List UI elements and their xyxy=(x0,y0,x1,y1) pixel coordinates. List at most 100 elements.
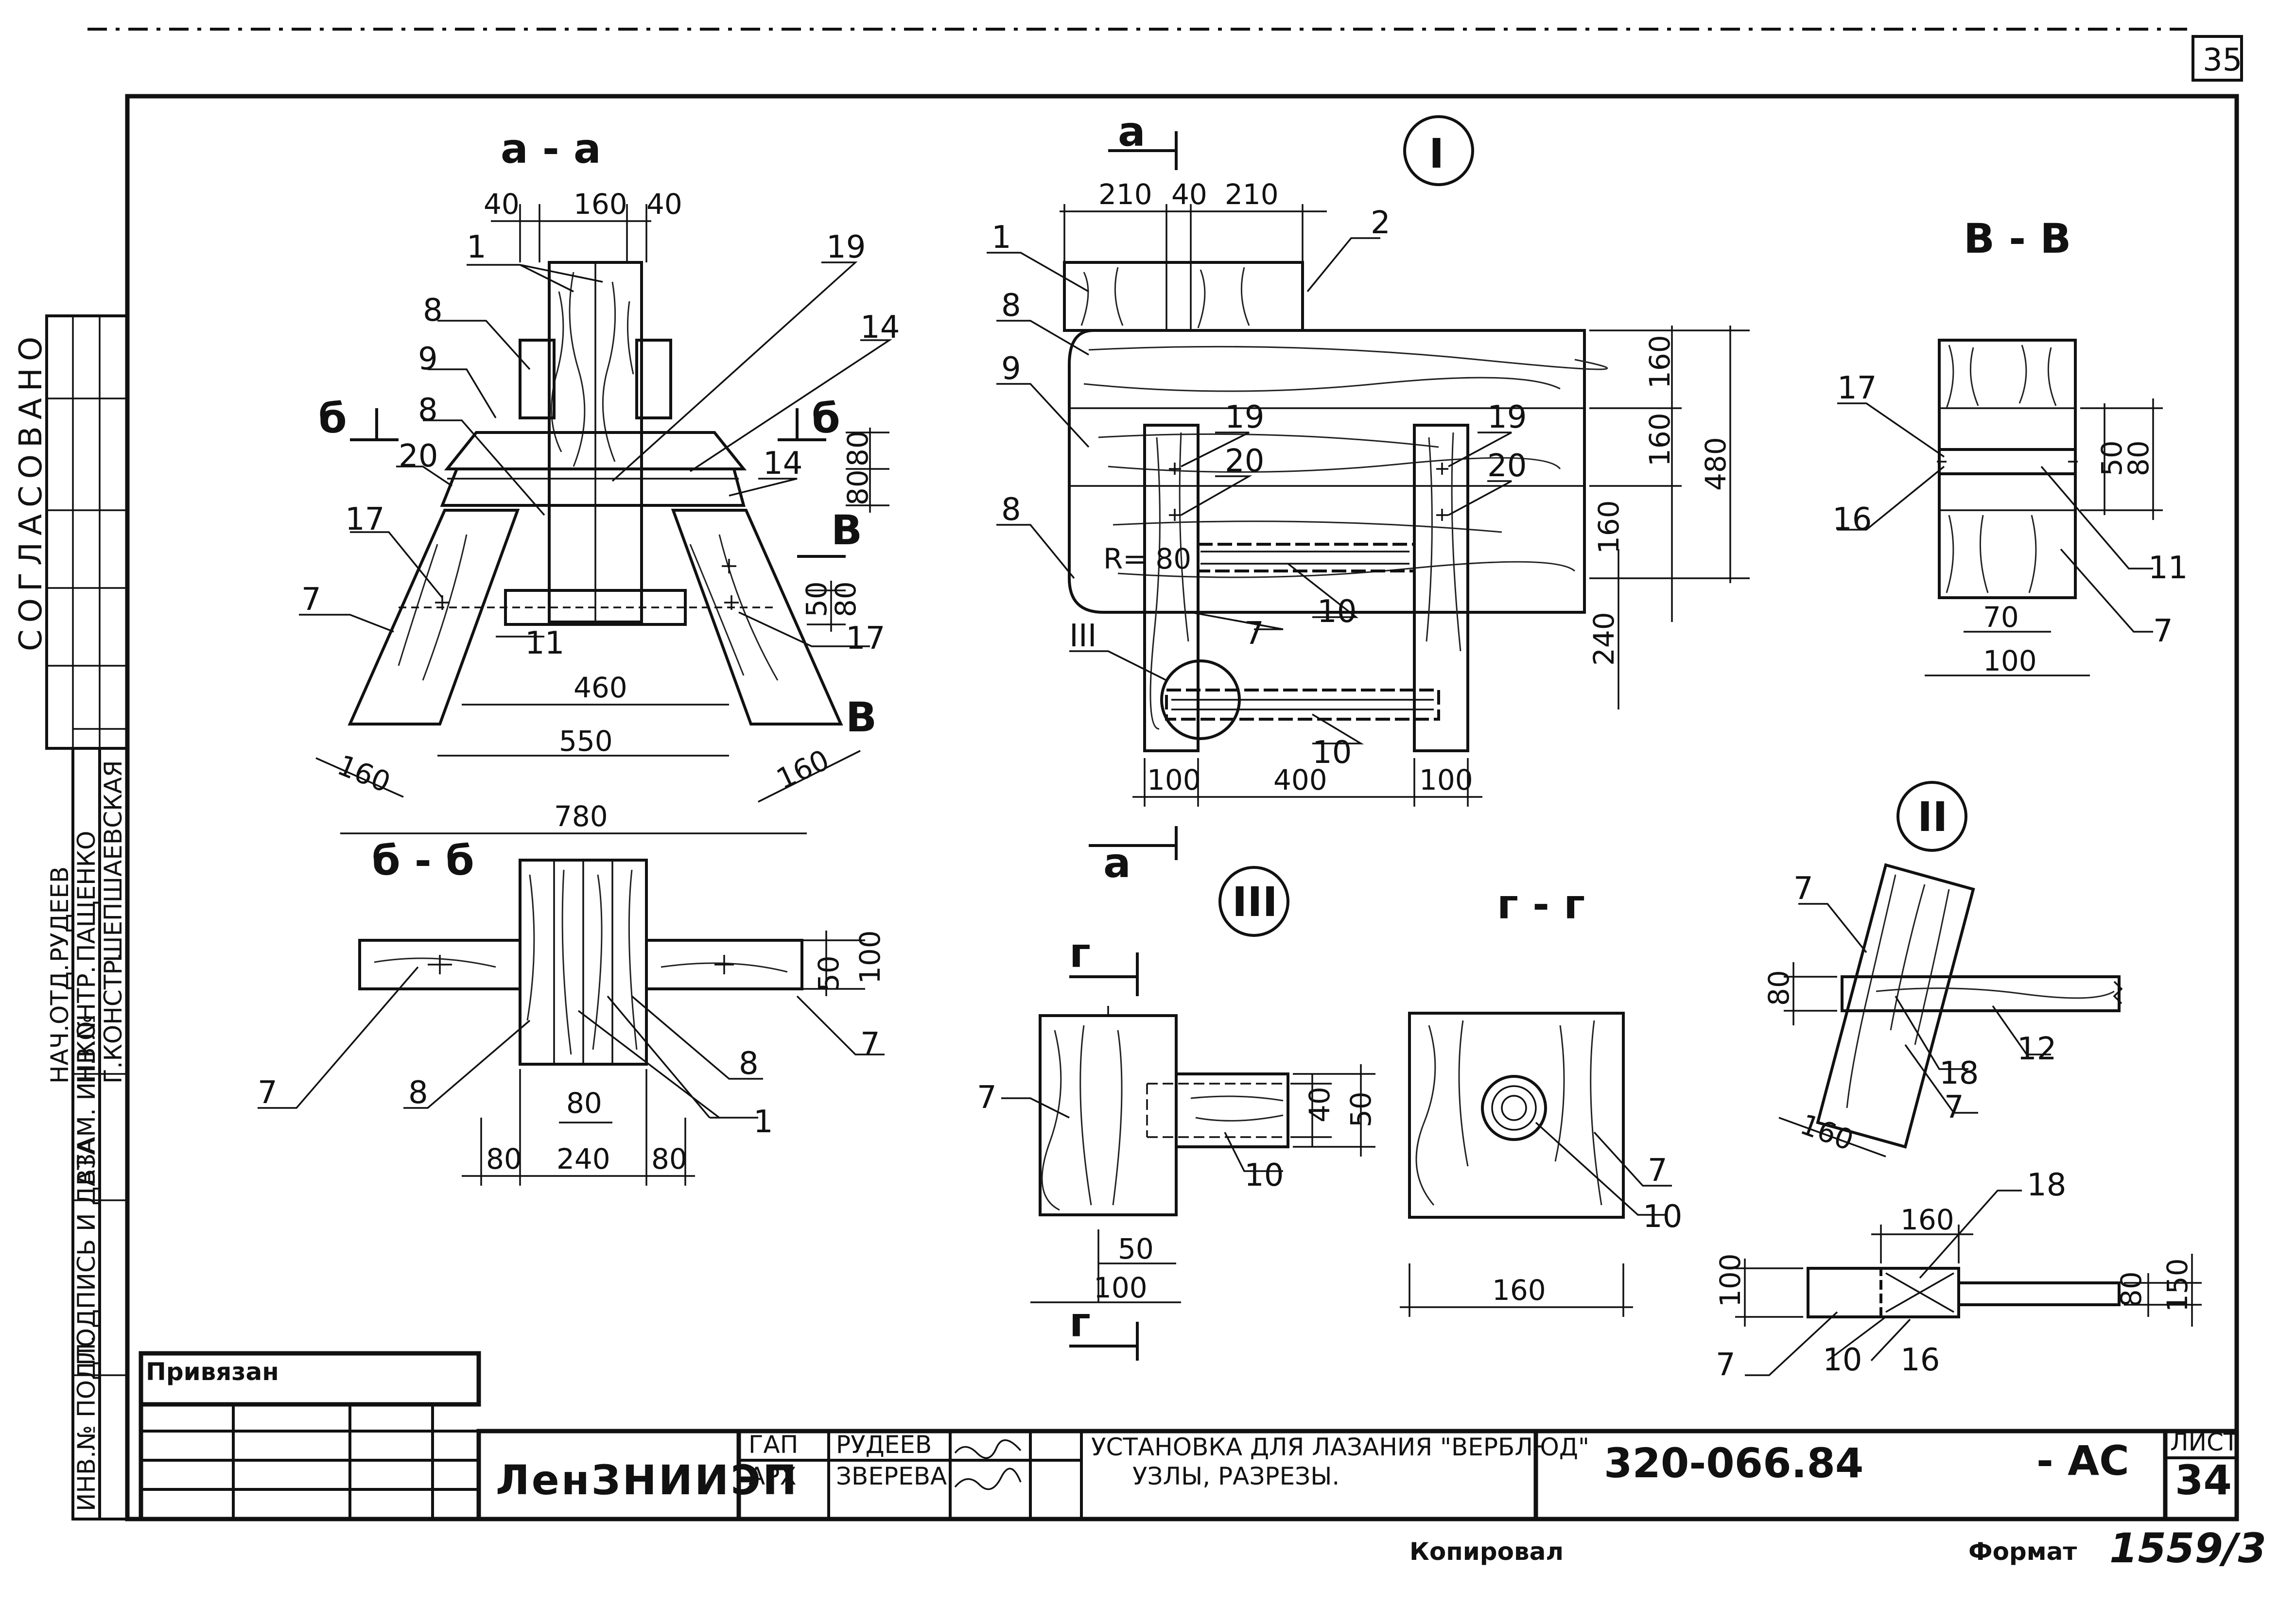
aa-bolt-markers xyxy=(435,559,739,610)
node-i-dim-400: 400 xyxy=(1273,763,1327,796)
vv-tag-17: 17 xyxy=(1837,370,1877,406)
node-ii-tag-18: 18 xyxy=(1939,1055,1979,1091)
node-i-tag-20-left: 20 xyxy=(1225,443,1264,479)
node-iii-cut-top: г xyxy=(1069,929,1091,977)
node-i-title: I xyxy=(1429,130,1444,177)
node-i-tag-10-upper: 10 xyxy=(1317,594,1357,630)
aa-dim-50: 50 xyxy=(800,581,833,617)
role-arch: АРХ xyxy=(748,1462,797,1490)
aa-tag-9: 9 xyxy=(418,341,438,377)
drawing-title-line2: УЗЛЫ, РАЗРЕЗЫ. xyxy=(1132,1462,1339,1490)
bb-tag-8-left: 8 xyxy=(408,1075,428,1111)
left-name-0: РУДЕЕВ xyxy=(46,866,74,962)
bb-tag-7-right: 7 xyxy=(860,1026,880,1062)
stamp-col-signature-date: ПОДПИСЬ И ДАТА xyxy=(72,1139,101,1365)
signature-gap xyxy=(954,1439,1022,1459)
aa-dim-80-upper: 80 xyxy=(841,431,874,467)
node-iii-dim-40: 40 xyxy=(1303,1087,1336,1123)
view-section-gg: г - г 160 7 10 xyxy=(1400,881,1682,1317)
left-role-1: Н.КОНТР. xyxy=(72,966,101,1084)
node-ii-title: II xyxy=(1917,793,1948,841)
view-section-bb: б - б 50 100 80 80 240 80 7 8 8 1 xyxy=(258,837,887,1186)
aa-tag-19: 19 xyxy=(826,229,866,265)
title-block: Привязан ЛенЗНИИЭП ГАП РУДЕЕВ АРХ ЗВЕРЕВ… xyxy=(139,1351,2266,1572)
aa-cut-v-bottom: В xyxy=(846,693,877,741)
node-i-cut-bottom: а xyxy=(1103,839,1131,887)
view-section-vv: В - В 50 80 70 100 17 16 11 7 xyxy=(1832,215,2188,677)
left-archive-strip: ИНВ.№ ПОДЛ. ПОДПИСЬ И ДАТА ВЗАМ. ИНВ.№ xyxy=(71,728,129,1521)
aa-dim-40-right: 40 xyxy=(646,188,682,221)
node-i-tag-9: 9 xyxy=(1001,351,1021,387)
node-ii-dim-80-plan: 80 xyxy=(2115,1271,2148,1307)
node-iii-cut-bottom: г xyxy=(1069,1298,1091,1346)
aa-tag-7: 7 xyxy=(301,582,321,618)
node-ii-dim-160-plan: 160 xyxy=(1900,1203,1954,1236)
node-i-dim-100-left: 100 xyxy=(1147,763,1201,796)
drawing-title-line1: УСТАНОВКА ДЛЯ ЛАЗАНИЯ "ВЕРБЛЮД" xyxy=(1091,1433,1589,1461)
vv-dim-100: 100 xyxy=(1983,644,2037,677)
bb-dim-80-center: 80 xyxy=(566,1087,602,1120)
section-aa-title: а - а xyxy=(501,125,601,173)
aa-tag-14-upper: 14 xyxy=(860,310,900,346)
left-name-2: ШЕПШАЕВСКАЯ xyxy=(99,760,127,962)
section-bb-title: б - б xyxy=(372,837,474,884)
drawing-mark: - АС xyxy=(2036,1437,2129,1485)
node-i-tag-iii: III xyxy=(1069,618,1097,654)
aa-leaders: 1 8 9 8 20 17 7 19 14 14 11 17 xyxy=(299,229,900,661)
view-section-aa: а - а 40 160 40 8 xyxy=(299,125,900,834)
node-i-tag-2: 2 xyxy=(1371,205,1391,241)
aa-tag-8-upper: 8 xyxy=(423,293,443,328)
node-i-tag-8-lower: 8 xyxy=(1001,492,1021,528)
privyazan-label: Привязан xyxy=(146,1358,279,1386)
node-i-dim-160-top: 160 xyxy=(1643,335,1676,389)
stamp-col-inv-podl: ИНВ.№ ПОДЛ. xyxy=(72,1335,101,1511)
left-role-2: Г.КОНСТР. xyxy=(99,952,127,1084)
vv-dim-80: 80 xyxy=(2122,440,2155,476)
aa-tag-14-lower: 14 xyxy=(763,446,802,482)
node-iii-dim-50-bottom: 50 xyxy=(1118,1232,1154,1265)
aa-tag-1: 1 xyxy=(467,229,487,265)
node-i-dim-210-right: 210 xyxy=(1225,178,1279,211)
aa-cut-b-left: б xyxy=(318,395,347,442)
node-i-dim-210-left: 210 xyxy=(1098,178,1152,211)
aa-dim-80-rail: 80 xyxy=(829,581,862,617)
aa-tag-11: 11 xyxy=(525,625,564,661)
bb-dim-80-left: 80 xyxy=(486,1142,522,1175)
node-ii-dim-100-plan: 100 xyxy=(1714,1253,1747,1307)
signature-arch xyxy=(954,1468,1022,1490)
node-i-tag-19-right: 19 xyxy=(1487,399,1527,435)
gg-tag-10: 10 xyxy=(1643,1199,1682,1235)
node-i-dim-160-low: 160 xyxy=(1592,500,1625,554)
node-ii-tag-10-plan: 10 xyxy=(1823,1342,1862,1378)
node-iii-tag-7: 7 xyxy=(977,1080,997,1116)
view-node-iii: III г 40 50 50 100 г 7 10 xyxy=(977,866,1377,1361)
copied-label: Копировал xyxy=(1409,1538,1564,1566)
left-name-1: ПАЩЕНКО xyxy=(72,830,101,962)
sheet-label: ЛИСТ xyxy=(2170,1428,2239,1456)
node-ii-tag-7-bottom: 7 xyxy=(1944,1089,1964,1125)
aa-dim-550: 550 xyxy=(559,725,613,758)
node-ii-dim-80: 80 xyxy=(1762,970,1795,1006)
org-name: ЛенЗНИИЭП xyxy=(496,1456,799,1504)
node-i-tag-8-upper: 8 xyxy=(1001,288,1021,324)
bb-dim-80-right: 80 xyxy=(651,1142,687,1175)
view-node-ii: II 80 160 7 18 12 7 160 100 xyxy=(1714,781,2202,1383)
bb-tag-8-right: 8 xyxy=(739,1046,759,1082)
bb-tag-7-left: 7 xyxy=(258,1075,278,1111)
node-i-dim-100-right: 100 xyxy=(1419,763,1473,796)
node-i-radius: R= 80 xyxy=(1103,542,1191,575)
gg-tag-7: 7 xyxy=(1648,1153,1668,1189)
node-ii-dim-150-plan: 150 xyxy=(2161,1258,2194,1312)
aa-cut-b-right: б xyxy=(812,395,840,442)
node-iii-title: III xyxy=(1232,878,1278,926)
bb-dim-50: 50 xyxy=(812,955,845,991)
node-ii-dim-160-diag: 160 xyxy=(1796,1107,1858,1157)
node-i-cut-top: а xyxy=(1118,108,1146,156)
aa-dim-160-right: 160 xyxy=(771,743,834,795)
page-number: 35 xyxy=(2203,42,2242,78)
node-ii-tag-12: 12 xyxy=(2017,1031,2056,1067)
aa-tag-17-right: 17 xyxy=(846,621,885,657)
archive-number: 1559/3 xyxy=(2109,1524,2266,1572)
node-i-tag-19-left: 19 xyxy=(1225,399,1264,435)
node-i-dim-240: 240 xyxy=(1587,612,1620,666)
